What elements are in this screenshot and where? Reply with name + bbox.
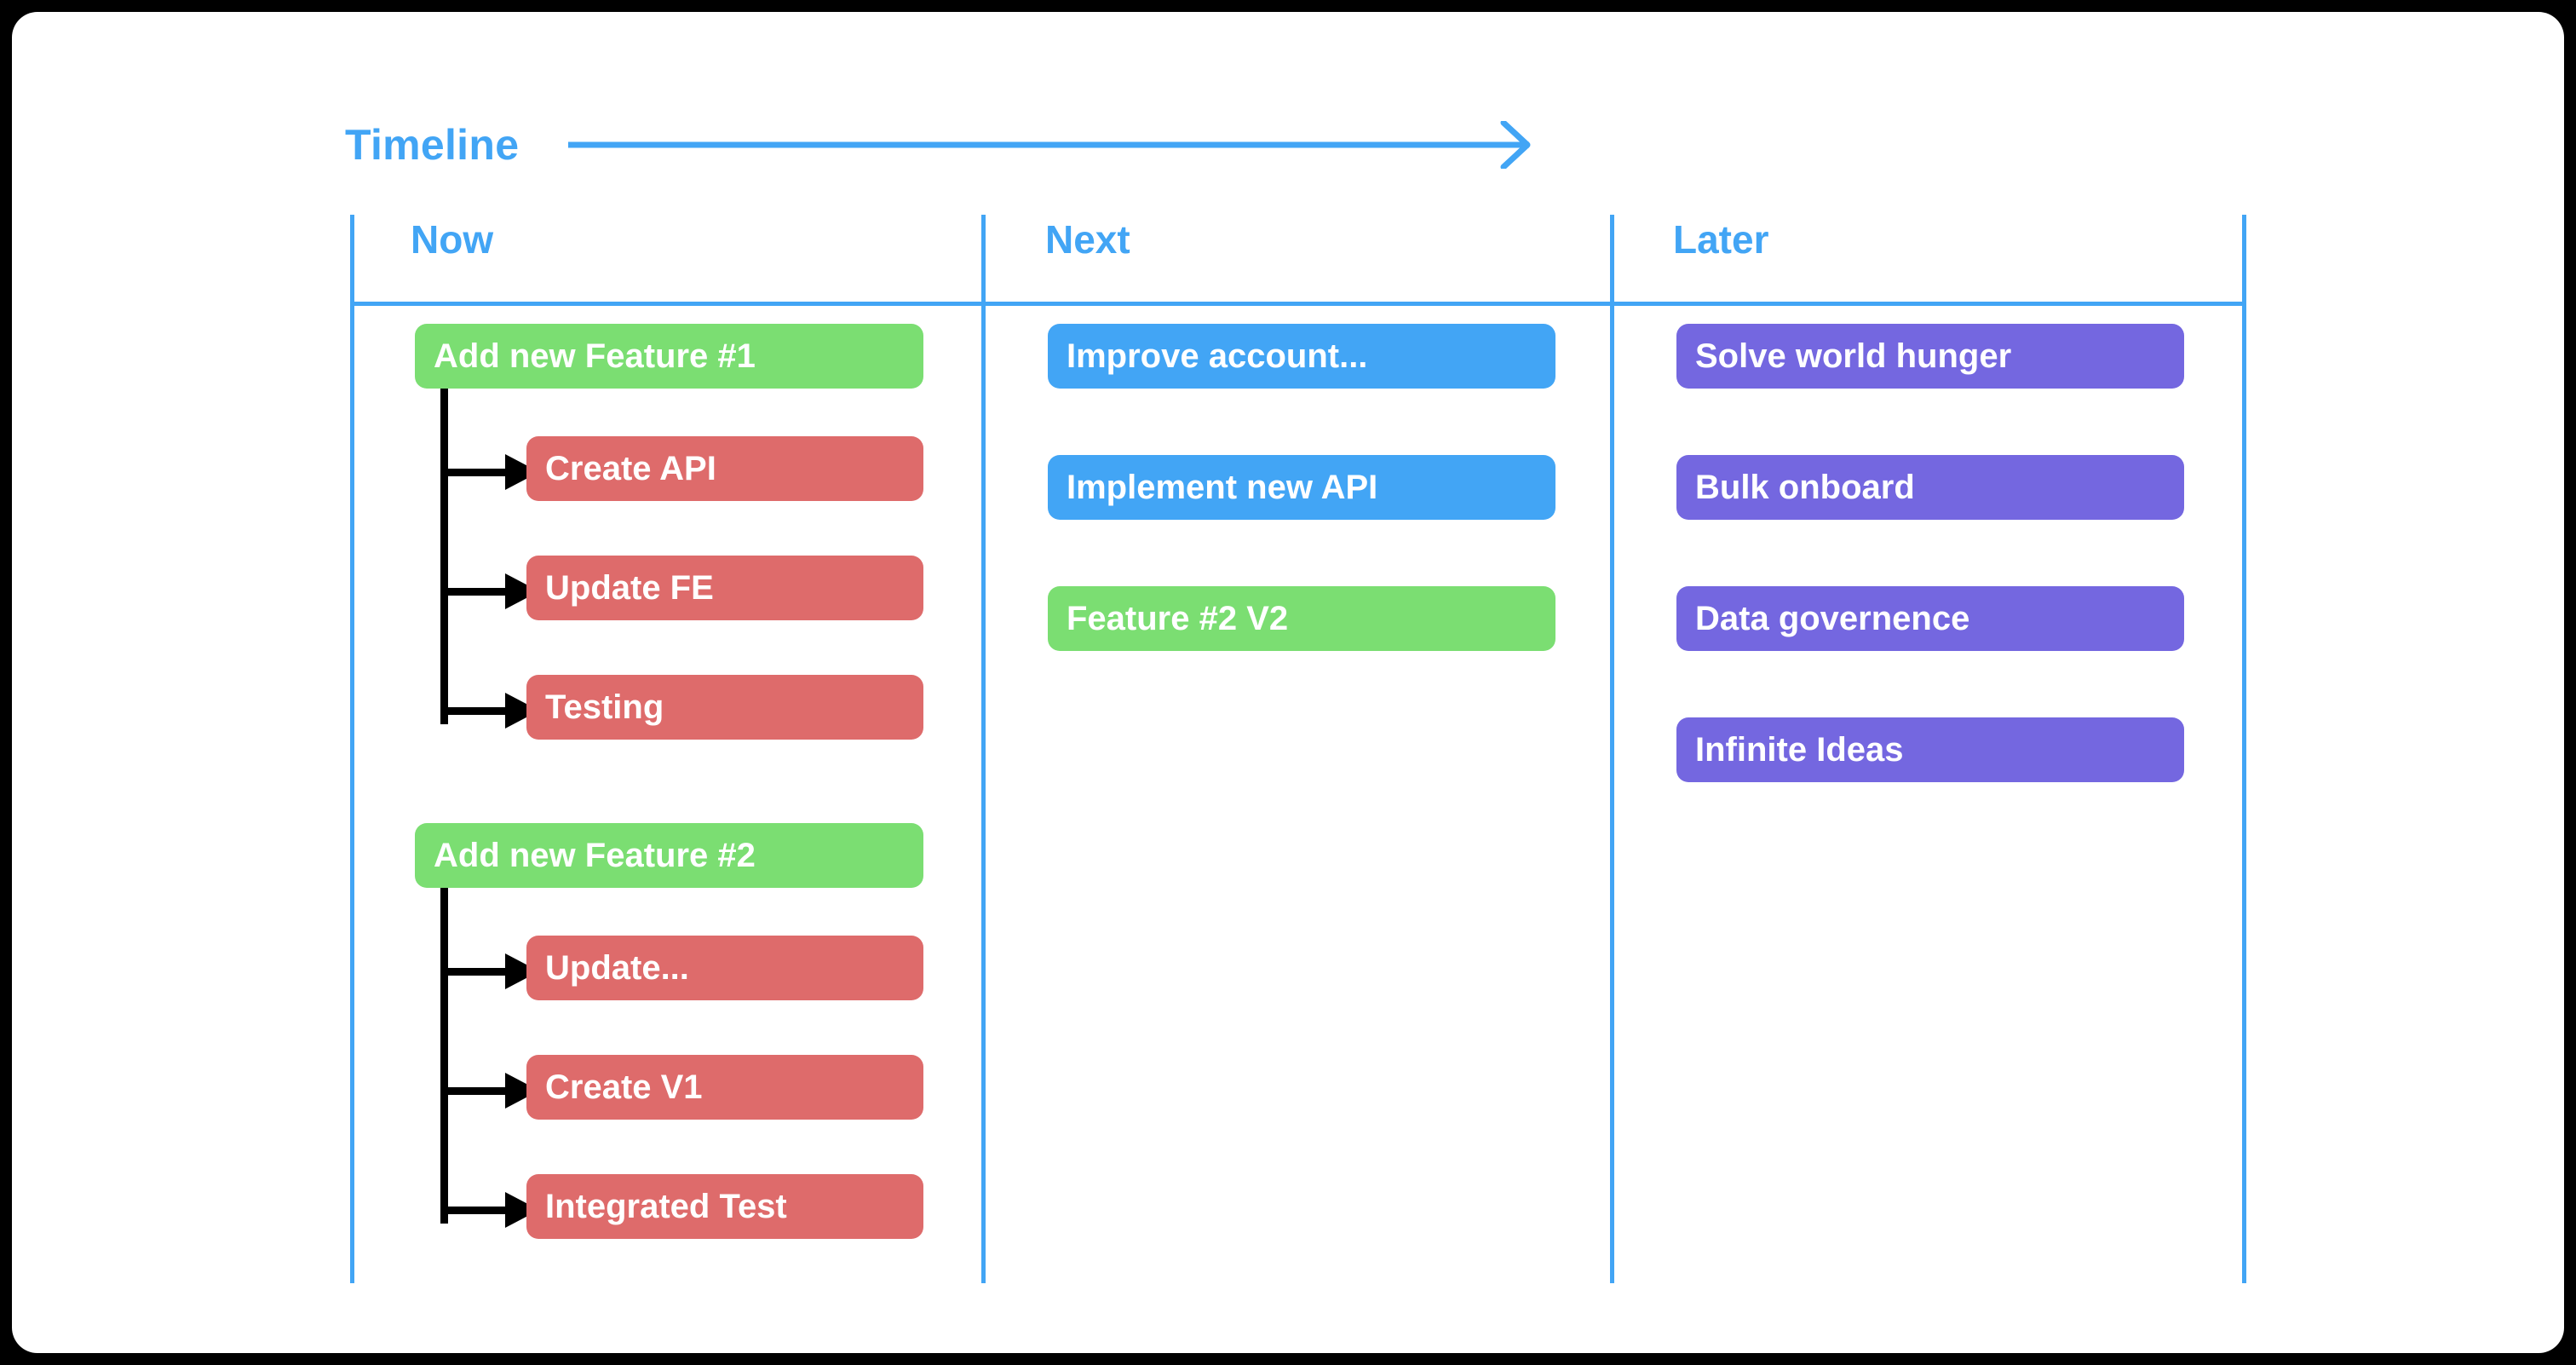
card-later-3[interactable]: Data governence (1676, 586, 2184, 651)
column-divider-now-next (981, 215, 986, 1283)
timeline-header: Timeline (345, 111, 1556, 179)
connector-branch (440, 693, 539, 729)
connector-branch (440, 1073, 539, 1109)
column-divider-right (2242, 215, 2246, 1283)
connector-branch (440, 454, 539, 490)
card-later-2[interactable]: Bulk onboard (1676, 455, 2184, 520)
header-underline (350, 302, 2246, 306)
card-next-3[interactable]: Feature #2 V2 (1048, 586, 1555, 651)
connector-group-now-1 (415, 389, 543, 729)
connector-branch (440, 953, 539, 989)
connector-branch (440, 573, 539, 609)
card-task-now-1-3[interactable]: Testing (526, 675, 923, 740)
card-next-1[interactable]: Improve account... (1048, 324, 1555, 389)
arrow-right-icon (568, 121, 1531, 169)
connector-trunk (440, 389, 448, 724)
card-feature-now-2[interactable]: Add new Feature #2 (415, 823, 923, 888)
card-task-now-2-2[interactable]: Create V1 (526, 1055, 923, 1120)
card-task-now-1-2[interactable]: Update FE (526, 556, 923, 620)
column-divider-left (350, 215, 354, 1283)
card-feature-now-1[interactable]: Add new Feature #1 (415, 324, 923, 389)
column-header-now: Now (411, 217, 494, 262)
connector-group-now-2 (415, 888, 543, 1228)
column-header-next: Next (1045, 217, 1130, 262)
column-header-later: Later (1673, 217, 1769, 262)
card-next-2[interactable]: Implement new API (1048, 455, 1555, 520)
card-task-now-1-1[interactable]: Create API (526, 436, 923, 501)
column-divider-next-later (1610, 215, 1614, 1283)
card-later-4[interactable]: Infinite Ideas (1676, 717, 2184, 782)
card-later-1[interactable]: Solve world hunger (1676, 324, 2184, 389)
connector-branch (440, 1192, 539, 1228)
card-task-now-2-1[interactable]: Update... (526, 936, 923, 1000)
timeline-label: Timeline (345, 121, 520, 169)
connector-trunk (440, 888, 448, 1224)
card-task-now-2-3[interactable]: Integrated Test (526, 1174, 923, 1239)
roadmap-panel: Timeline Now Next Later Add new Feature … (12, 12, 2564, 1353)
